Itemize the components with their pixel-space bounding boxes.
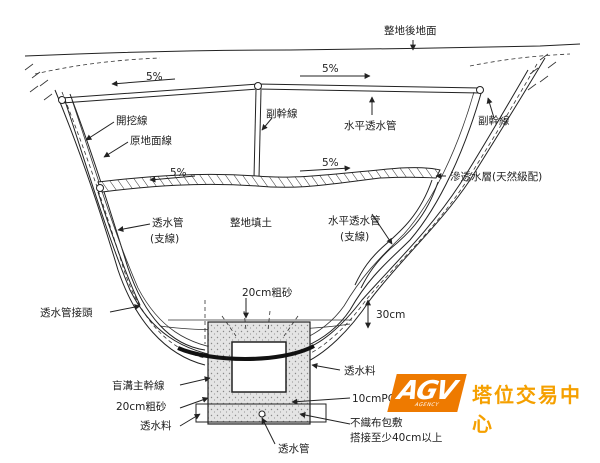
label-pipe-bottom: 透水管 [278, 442, 310, 455]
label-fill-soil: 整地填土 [230, 216, 272, 229]
label-blind-ditch-trunk: 盲溝主幹線 [112, 379, 165, 392]
label-permeable-layer: 滲透水層(天然級配) [450, 170, 542, 183]
inner-fill-boundary [63, 89, 483, 359]
label-slope-4: 5% [322, 157, 339, 169]
watermark-logo-subtext: AGENCY [414, 402, 440, 408]
blind-ditch-pit [177, 299, 371, 425]
label-horizontal-pipe-branch-1: 水平透水管 [328, 214, 381, 227]
label-geotextile-2: 搭接至少40cm以上 [350, 431, 442, 444]
label-secondary-trunk-right: 副幹線 [478, 114, 510, 127]
label-slope-1: 5% [146, 71, 163, 83]
label-geotextile-1: 不織布包敷 [350, 416, 403, 429]
label-excavation-line: 開挖線 [116, 114, 148, 127]
label-original-ground-line: 原地面線 [130, 134, 172, 147]
label-horizontal-pipe-branch-2: (支線) [340, 230, 369, 243]
label-pipe-joint: 透水管接頭 [40, 306, 93, 319]
labels: 整地後地面 5% 5% 開挖線 原地面線 副幹線 水平透水管 副幹線 5% 5%… [40, 24, 542, 455]
secondary-trunk-pipe [253, 89, 262, 184]
label-permeable-material-left: 透水料 [140, 419, 172, 432]
label-slope-3: 5% [170, 167, 187, 179]
label-branch-pipe-left-2: (支線) [150, 232, 179, 245]
watermark: AGV AGENCY 塔位交易中心 [387, 370, 600, 436]
label-slope-2: 5% [322, 63, 339, 75]
label-depth-30: 30cm [376, 309, 405, 321]
watermark-logo: AGV AGENCY [387, 374, 467, 412]
label-secondary-trunk-center: 副幹線 [266, 107, 298, 120]
top-horizontal-pipe [58, 73, 484, 104]
excavation-outline [54, 57, 546, 366]
label-permeable-material-right: 透水料 [344, 364, 376, 377]
label-finished-ground: 整地後地面 [384, 24, 437, 37]
label-branch-pipe-left-1: 透水管 [152, 216, 184, 229]
leader-lines [85, 40, 495, 445]
permeable-layer [96, 165, 441, 193]
label-coarse-sand-top: 20cm粗砂 [242, 286, 293, 299]
label-pc-10cm: 10cmPC [352, 393, 395, 405]
branch-pipes [97, 179, 439, 306]
ground-surface [24, 43, 581, 101]
label-coarse-sand-bottom: 20cm粗砂 [116, 400, 167, 413]
watermark-text: 塔位交易中心 [472, 383, 582, 436]
label-horizontal-pipe-top: 水平透水管 [344, 119, 397, 132]
